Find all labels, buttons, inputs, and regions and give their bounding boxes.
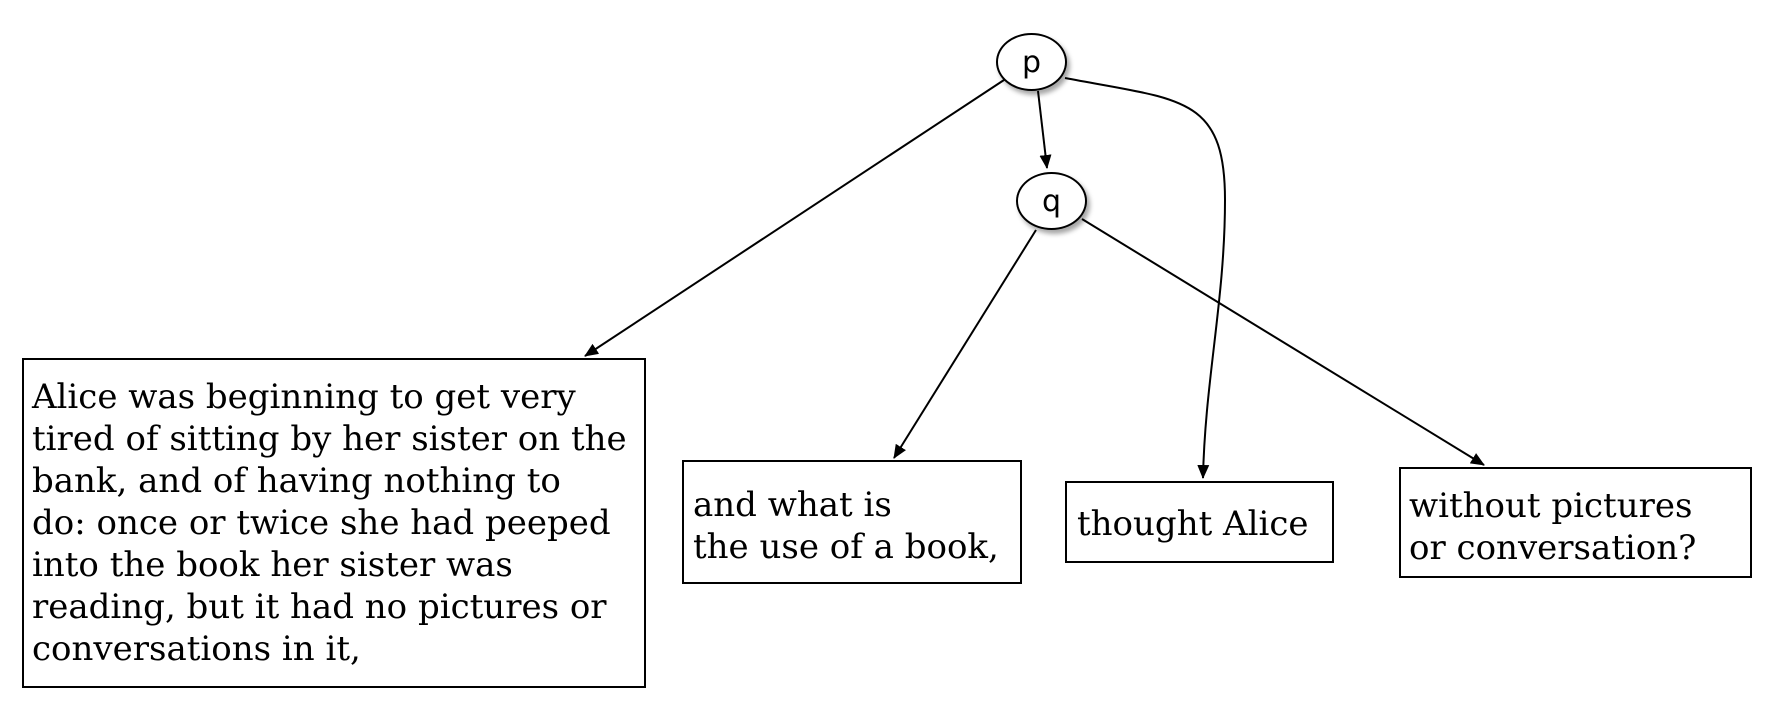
edge-p-alice (584, 79, 1005, 357)
edge-q-without (1081, 218, 1485, 466)
edge-q-book (893, 229, 1037, 459)
node-q: q (1016, 172, 1087, 230)
box-alice-text: Alice was beginning to get very tired of… (22, 358, 646, 688)
node-p: p (996, 33, 1067, 91)
edge-p-thought (1064, 77, 1227, 479)
box-book-text: and what is the use of a book, (682, 460, 1022, 584)
edge-p-q (1037, 90, 1052, 169)
box-without-text: without pictures or conversation? (1399, 467, 1752, 578)
box-thought-text: thought Alice (1065, 481, 1334, 563)
